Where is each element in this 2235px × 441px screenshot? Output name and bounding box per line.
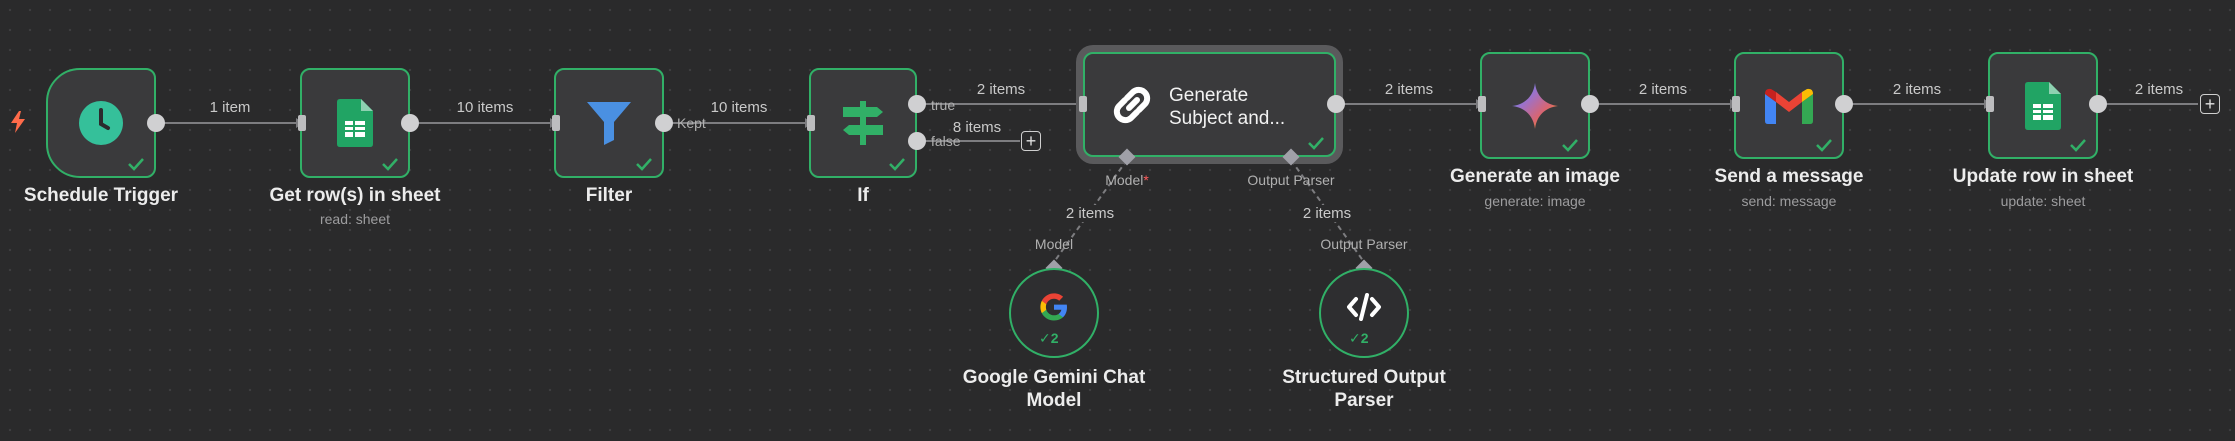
- node-generate-image[interactable]: [1480, 52, 1590, 159]
- output-parser-sub-label: Output Parser: [1320, 236, 1408, 252]
- output-port[interactable]: [147, 114, 165, 132]
- input-port[interactable]: [298, 115, 306, 131]
- output-parser-port-label: Output Parser: [1247, 172, 1335, 188]
- code-icon: [1321, 264, 1407, 350]
- success-count-badge: ✓2: [1349, 330, 1369, 347]
- output-port[interactable]: [1835, 95, 1853, 113]
- edge-item-count: 10 items: [454, 99, 516, 116]
- true-port-label: true: [931, 97, 956, 113]
- output-port[interactable]: [655, 114, 673, 132]
- output-port[interactable]: [401, 114, 419, 132]
- model-port-text: Model: [1105, 172, 1144, 188]
- false-port-label: false: [931, 133, 961, 149]
- node-title: Get row(s) in sheet: [269, 185, 441, 206]
- check-glyph: ✓: [1039, 330, 1051, 346]
- node-title-line1: Google Gemini Chat: [962, 367, 1146, 388]
- gemini-icon: [1482, 54, 1588, 157]
- success-check-icon: [128, 158, 144, 171]
- success-check-icon: [1816, 139, 1832, 152]
- node-subtitle: update: sheet: [2000, 193, 2086, 209]
- add-node-false-button[interactable]: +: [1021, 131, 1041, 151]
- google-icon: [1011, 264, 1097, 350]
- success-check-icon: [636, 158, 652, 171]
- kept-port-label: Kept: [677, 115, 706, 131]
- edge-item-count: 2 items: [1300, 205, 1354, 222]
- edge-item-count: 10 items: [708, 99, 770, 116]
- node-update-row[interactable]: [1988, 52, 2098, 159]
- success-check-icon: [1308, 137, 1324, 150]
- node-title: Update row in sheet: [1952, 166, 2134, 187]
- success-check-icon: [1562, 139, 1578, 152]
- node-subtitle: send: message: [1741, 193, 1837, 209]
- run-count: 2: [1050, 330, 1059, 346]
- output-port[interactable]: [1327, 95, 1345, 113]
- node-title-line1: Structured Output: [1282, 367, 1446, 388]
- edge-item-count: 2 items: [1382, 81, 1436, 98]
- node-title: Google Gemini Chat Model: [963, 366, 1146, 412]
- gmail-icon: [1736, 54, 1842, 157]
- trigger-bolt-icon: [11, 111, 25, 133]
- node-structured-output-parser[interactable]: ✓2: [1319, 268, 1409, 358]
- true-output-port[interactable]: [908, 95, 926, 113]
- edge-item-count: 2 items: [2132, 81, 2186, 98]
- output-port[interactable]: [2089, 95, 2107, 113]
- edge-item-count: 2 items: [1063, 205, 1117, 222]
- node-title: Generate Subject and...: [1169, 84, 1339, 130]
- node-get-rows[interactable]: [300, 68, 410, 178]
- success-check-icon: [2070, 139, 2086, 152]
- add-node-button[interactable]: +: [2200, 94, 2220, 114]
- output-port[interactable]: [1581, 95, 1599, 113]
- clock-icon: [48, 70, 154, 176]
- edge-item-count: 1 item: [207, 99, 253, 116]
- node-title: If: [857, 185, 869, 206]
- required-marker: *: [1143, 172, 1149, 188]
- edge-item-count: 2 items: [974, 81, 1028, 98]
- node-schedule-trigger[interactable]: [46, 68, 156, 178]
- node-title: Structured Output Parser: [1282, 366, 1446, 412]
- link-icon: [1107, 80, 1157, 130]
- google-sheets-icon: [302, 70, 408, 176]
- signpost-icon: [811, 70, 915, 176]
- input-port[interactable]: [552, 115, 560, 131]
- model-sub-label: Model: [1034, 236, 1074, 252]
- node-generate-subject[interactable]: Generate Subject and...: [1083, 52, 1336, 157]
- node-title: Filter: [585, 185, 633, 206]
- node-subtitle: generate: image: [1484, 193, 1586, 209]
- input-port[interactable]: [807, 115, 815, 131]
- node-title: Schedule Trigger: [23, 185, 179, 206]
- node-title-line2: Model: [1026, 390, 1082, 411]
- false-output-port[interactable]: [908, 132, 926, 150]
- node-title-text: Generate Subject and...: [1169, 85, 1286, 129]
- node-gemini-chat-model[interactable]: ✓2: [1009, 268, 1099, 358]
- edge-item-count: 2 items: [1890, 81, 1944, 98]
- node-subtitle: read: sheet: [319, 211, 391, 227]
- edge-item-count: 2 items: [1636, 81, 1690, 98]
- check-glyph: ✓: [1349, 330, 1361, 346]
- success-count-badge: ✓2: [1039, 330, 1059, 347]
- node-title: Generate an image: [1449, 166, 1621, 187]
- node-title-line2: Parser: [1334, 390, 1394, 411]
- input-port[interactable]: [1079, 96, 1087, 112]
- success-check-icon: [889, 158, 905, 171]
- input-port[interactable]: [1986, 96, 1994, 112]
- node-title: Send a message: [1714, 166, 1864, 187]
- edge-item-count: 8 items: [950, 119, 1004, 136]
- node-if[interactable]: [809, 68, 917, 178]
- run-count: 2: [1360, 330, 1369, 346]
- filter-icon: [556, 70, 662, 176]
- input-port[interactable]: [1478, 96, 1486, 112]
- success-check-icon: [382, 158, 398, 171]
- node-filter[interactable]: [554, 68, 664, 178]
- model-port-label: Model*: [1105, 172, 1149, 188]
- input-port[interactable]: [1732, 96, 1740, 112]
- node-send-message[interactable]: [1734, 52, 1844, 159]
- google-sheets-icon: [1990, 54, 2096, 157]
